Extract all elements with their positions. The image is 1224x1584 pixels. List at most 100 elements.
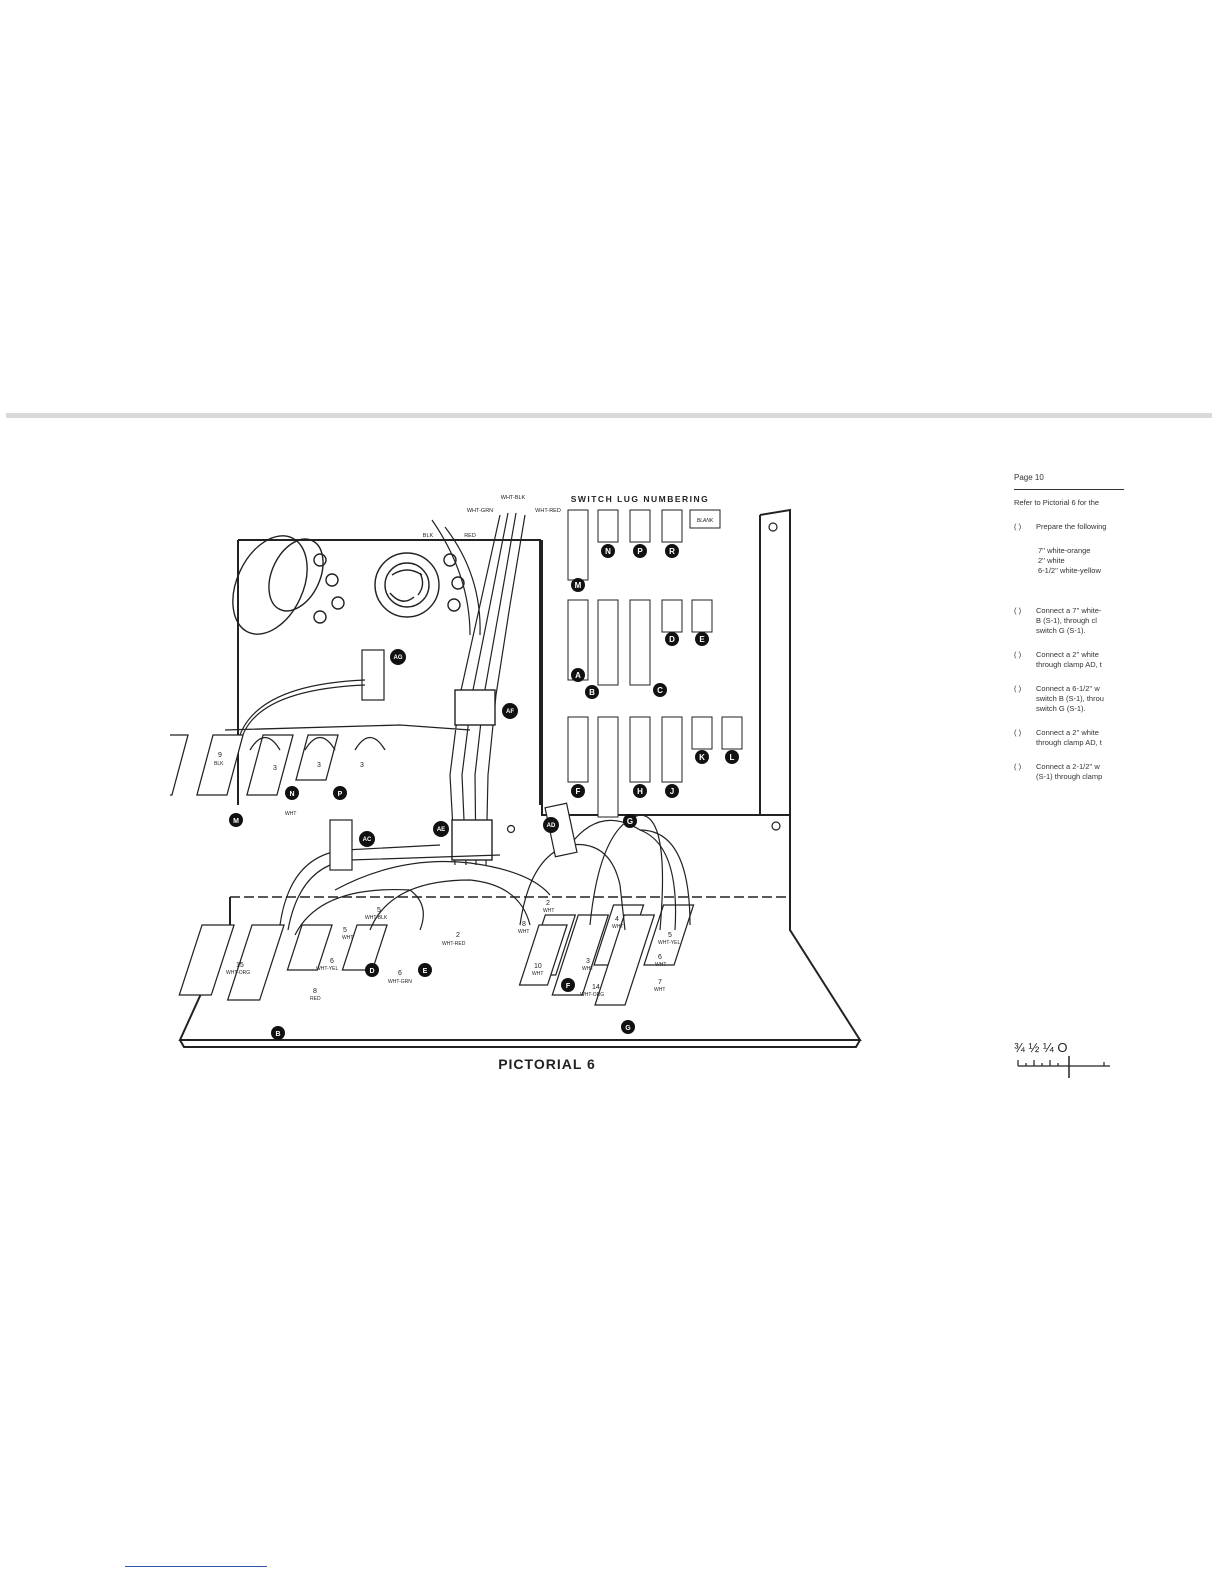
- badge-upper-n: N: [289, 791, 294, 798]
- svg-text:3: 3: [317, 762, 321, 769]
- svg-text:WHT: WHT: [532, 971, 543, 977]
- footnote-rule: [125, 1566, 267, 1567]
- svg-text:7: 7: [658, 979, 662, 986]
- svg-text:WHT: WHT: [543, 908, 554, 914]
- checkbox[interactable]: ( ): [1014, 762, 1022, 771]
- svg-text:15: 15: [236, 962, 244, 969]
- svg-text:6: 6: [658, 954, 662, 961]
- checkbox[interactable]: ( ): [1014, 650, 1022, 659]
- svg-text:WHT: WHT: [518, 929, 529, 935]
- badge-c: C: [657, 686, 663, 695]
- svg-text:RED: RED: [464, 533, 476, 539]
- mount-holes: [506, 522, 781, 834]
- svg-text:3: 3: [273, 765, 277, 772]
- checkbox[interactable]: ( ): [1014, 522, 1022, 531]
- checkbox[interactable]: ( ): [1014, 684, 1022, 693]
- svg-text:10: 10: [534, 963, 542, 970]
- badge-f: F: [576, 787, 581, 796]
- chassis: [178, 508, 862, 1048]
- svg-text:RED: RED: [310, 996, 321, 1002]
- svg-text:3: 3: [360, 762, 364, 769]
- wire-bundle: [431, 512, 526, 866]
- right-page-text: Page 10 Refer to Pictorial 6 for the ( )…: [1014, 473, 1224, 796]
- clamp-ag: AG: [394, 655, 403, 661]
- svg-text:5: 5: [668, 932, 672, 939]
- svg-text:WHT: WHT: [655, 962, 666, 968]
- badge-lower-d: D: [369, 968, 374, 975]
- checkbox[interactable]: ( ): [1014, 728, 1022, 737]
- svg-text:8: 8: [313, 988, 317, 995]
- checkbox[interactable]: ( ): [1014, 606, 1022, 615]
- svg-text:BLK: BLK: [423, 533, 434, 539]
- svg-text:WHT-ORG: WHT-ORG: [226, 970, 250, 976]
- svg-text:14: 14: [592, 984, 600, 991]
- svg-text:4: 4: [615, 916, 619, 923]
- svg-text:BLK: BLK: [214, 761, 224, 767]
- svg-text:WHT-BLK: WHT-BLK: [365, 915, 388, 921]
- clamp-ae: AE: [437, 827, 445, 833]
- clamp-af: AF: [506, 709, 514, 715]
- svg-text:6: 6: [398, 970, 402, 977]
- step-5: ( ) Connect a 2-1/2'' w(S-1) through cla…: [1014, 762, 1103, 781]
- svg-text:WHT: WHT: [654, 987, 665, 993]
- upper-row-labels: 9 BLK 3 3 3 WHT M N P: [214, 752, 364, 827]
- badge-upper-p: P: [338, 791, 343, 798]
- step-1: ( ) Connect a 7'' white-B (S-1), through…: [1014, 606, 1102, 635]
- badge-lower-g: G: [625, 1025, 631, 1032]
- svg-text:WHT-RED: WHT-RED: [442, 941, 466, 947]
- clamp-badges: AG AF AC AE AD: [359, 649, 559, 847]
- step-prepare: ( ) Prepare the following: [1014, 522, 1107, 531]
- upper-switch-row: [170, 724, 471, 796]
- pictorial-6-wiring-diagram: SWITCH LUG NUMBERING BLANK WHT-BLK WHT-G…: [170, 494, 862, 1072]
- blank-label: BLANK: [697, 518, 714, 524]
- svg-text:WHT: WHT: [342, 935, 353, 941]
- badge-m: M: [575, 581, 582, 590]
- badge-lower-e: E: [423, 968, 428, 975]
- svg-text:2: 2: [546, 900, 550, 907]
- page-label: Page 10: [1014, 473, 1044, 482]
- pictorial-caption: PICTORIAL 6: [498, 1056, 596, 1072]
- page-divider: [6, 413, 1212, 418]
- clamp-ad: AD: [547, 823, 556, 829]
- badge-p: P: [637, 547, 643, 556]
- lower-switch-row: [178, 904, 695, 1006]
- switch-lug-panel: [567, 509, 743, 818]
- svg-text:5: 5: [377, 907, 381, 914]
- connector-left: [232, 535, 345, 635]
- intro-text: Refer to Pictorial 6 for the: [1014, 498, 1100, 507]
- badge-lower-b: B: [275, 1031, 280, 1038]
- top-wire-labels: WHT-BLK WHT-GRN WHT-RED BLK RED: [423, 495, 561, 539]
- svg-text:2: 2: [456, 932, 460, 939]
- svg-text:WHT-ORG: WHT-ORG: [580, 992, 604, 998]
- badge-h: H: [637, 787, 643, 796]
- svg-text:WHT: WHT: [582, 966, 593, 972]
- lower-right-labels: 2 WHT 8 WHT 10 WHT 3 WHT 4 WHT 14 WHT-OR…: [518, 900, 680, 1034]
- badge-l: L: [730, 753, 735, 762]
- badge-b: B: [589, 688, 595, 697]
- switch-lug-title: SWITCH LUG NUMBERING: [571, 494, 710, 504]
- badge-lower-f: F: [566, 983, 571, 990]
- page-rule: [1014, 489, 1124, 490]
- badge-r: R: [669, 547, 675, 556]
- svg-text:WHT-BLK: WHT-BLK: [501, 495, 526, 501]
- lower-wiring: [279, 802, 691, 936]
- svg-text:9: 9: [218, 752, 222, 759]
- wire-lengths: 7'' white-orange 2'' white 6-1/2'' white…: [1038, 546, 1101, 575]
- svg-text:6: 6: [330, 958, 334, 965]
- svg-text:8: 8: [522, 921, 526, 928]
- connector-right: [374, 552, 465, 618]
- svg-text:5: 5: [343, 927, 347, 934]
- badge-k: K: [699, 753, 705, 762]
- svg-text:WHT: WHT: [612, 924, 623, 930]
- clamp-af-body: [454, 689, 496, 726]
- clamp-ac: AC: [363, 837, 372, 843]
- svg-text:WHT-GRN: WHT-GRN: [388, 979, 412, 985]
- inch-scale: ¾ ½ ¼ O: [1014, 1040, 1110, 1078]
- clamp-ae-body: [451, 819, 493, 861]
- scale-label: ¾ ½ ¼ O: [1014, 1040, 1067, 1055]
- badge-g: G: [627, 817, 633, 826]
- svg-text:WHT-RED: WHT-RED: [535, 508, 561, 514]
